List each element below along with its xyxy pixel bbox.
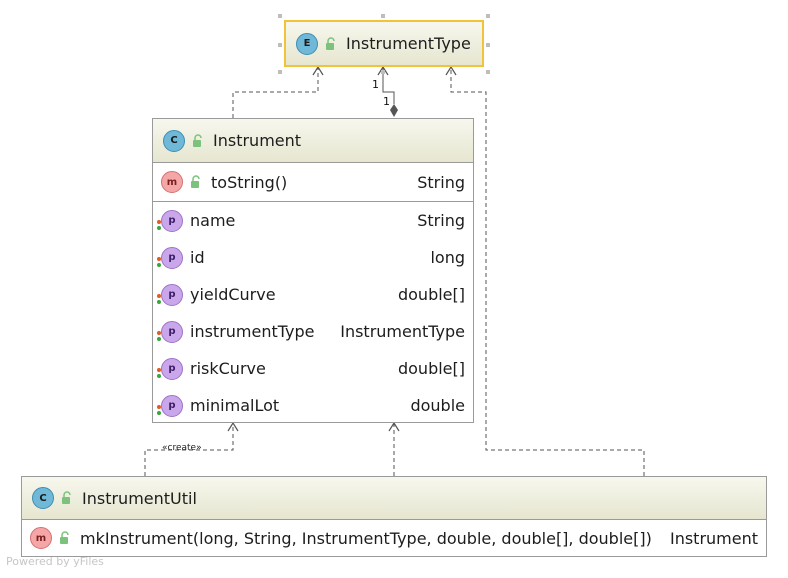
powered-by-footer: Powered by yFiles <box>6 555 104 568</box>
method-icon: m <box>30 527 52 549</box>
dependency-edge-util-to-instrument-arrow <box>388 421 400 432</box>
selection-handle[interactable] <box>381 70 385 74</box>
property-row[interactable]: p minimalLot double <box>153 387 473 424</box>
property-access-dots <box>157 219 163 231</box>
selection-handle[interactable] <box>381 14 385 18</box>
method-row[interactable]: m mkInstrument(long, String, InstrumentT… <box>22 520 766 556</box>
instrument-util-title: InstrumentUtil <box>82 488 197 508</box>
property-access-dots <box>157 330 163 342</box>
selection-handle[interactable] <box>486 14 490 18</box>
class-icon: C <box>163 129 185 152</box>
method-row[interactable]: m toString() String <box>153 163 473 201</box>
create-stereotype-label: «create» <box>162 443 202 453</box>
property-icon: p <box>157 357 183 380</box>
property-type: InstrumentType <box>340 322 465 341</box>
lock-open-icon <box>60 531 69 544</box>
dependency-edge-util-to-type[interactable] <box>450 67 645 476</box>
divider <box>153 201 473 202</box>
method-icon: m <box>161 171 183 193</box>
property-type: double[] <box>397 359 465 378</box>
lock-open-icon <box>326 36 335 50</box>
instrument-type-header: E InstrumentType <box>286 22 482 65</box>
create-edge[interactable] <box>144 423 234 476</box>
property-access-dots <box>157 256 163 268</box>
property-icon: p <box>157 246 183 269</box>
enum-icon: E <box>296 32 318 55</box>
instrument-header: C Instrument <box>153 119 473 162</box>
property-access-dots <box>157 367 163 379</box>
selection-handle[interactable] <box>278 43 282 47</box>
property-name: yieldCurve <box>190 285 276 304</box>
property-name: name <box>190 211 236 230</box>
lock-open-icon <box>62 491 71 504</box>
method-name: mkInstrument(long, String, InstrumentTyp… <box>80 528 652 548</box>
instrument-type-node[interactable]: E InstrumentType <box>284 20 484 67</box>
property-type: String <box>417 211 465 230</box>
property-row[interactable]: p name String <box>153 202 473 239</box>
selection-handle[interactable] <box>486 70 490 74</box>
lock-open-icon <box>191 175 200 188</box>
property-name: minimalLot <box>190 396 280 415</box>
property-row[interactable]: p id long <box>153 239 473 276</box>
instrument-util-node[interactable]: C InstrumentUtil m mkInstrument(long, St… <box>21 476 767 557</box>
property-row[interactable]: p instrumentType InstrumentType <box>153 313 473 350</box>
multiplicity-label-source: 1 <box>372 78 379 91</box>
instrument-node[interactable]: C Instrument m toString() String p name … <box>152 118 474 423</box>
property-type: long <box>430 248 465 267</box>
selection-handle[interactable] <box>486 43 490 47</box>
property-access-dots <box>157 293 163 305</box>
multiplicity-label-target: 1 <box>383 95 390 108</box>
create-edge-arrow <box>227 421 239 432</box>
lock-open-icon <box>193 133 202 147</box>
property-name: id <box>190 248 205 267</box>
instrument-util-header: C InstrumentUtil <box>22 477 766 519</box>
divider <box>22 519 766 520</box>
property-icon: p <box>157 320 183 343</box>
composition-edge[interactable] <box>382 67 395 104</box>
property-name: instrumentType <box>190 322 315 341</box>
property-icon: p <box>157 209 183 232</box>
property-icon: p <box>157 283 183 306</box>
property-icon: p <box>157 394 183 417</box>
instrument-type-title: InstrumentType <box>346 34 471 53</box>
dependency-edge-util-to-type-arrow <box>445 65 457 76</box>
dependency-edge-instrument-to-type-arrow <box>312 65 324 76</box>
method-type: String <box>417 172 465 192</box>
selection-handle[interactable] <box>278 14 282 18</box>
selection-handle[interactable] <box>278 70 282 74</box>
method-type: Instrument <box>669 528 758 548</box>
property-name: riskCurve <box>190 359 266 378</box>
divider <box>153 162 473 163</box>
property-row[interactable]: p riskCurve double[] <box>153 350 473 387</box>
composition-diamond <box>390 104 398 117</box>
composition-edge-arrow <box>377 65 389 76</box>
instrument-title: Instrument <box>213 131 302 150</box>
property-type: double <box>410 396 465 415</box>
property-type: double[] <box>397 285 465 304</box>
method-name: toString() <box>211 172 288 192</box>
class-icon: C <box>32 487 54 509</box>
property-row[interactable]: p yieldCurve double[] <box>153 276 473 313</box>
property-access-dots <box>157 404 163 416</box>
dependency-edge-instrument-to-type[interactable] <box>232 67 319 118</box>
